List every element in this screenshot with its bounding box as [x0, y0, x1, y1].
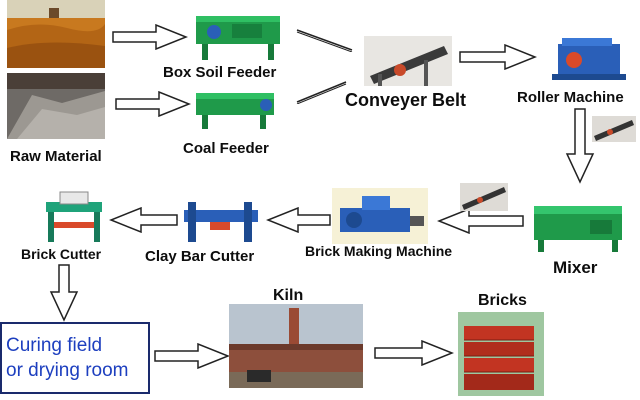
raw-material-label: Raw Material — [10, 148, 102, 165]
belt-snapshot-image — [460, 183, 508, 211]
coal-feeder-label: Coal Feeder — [183, 140, 269, 157]
bricks-image — [458, 312, 544, 396]
arrow-down-icon — [565, 108, 595, 184]
arrow-right-icon — [459, 44, 537, 70]
coal-feeder-image — [190, 83, 282, 135]
kiln-image — [229, 304, 363, 388]
arrow-left-icon — [266, 207, 332, 233]
curing-field-line2: or drying room — [6, 360, 129, 381]
connector-line — [296, 28, 354, 52]
arrow-left-icon — [109, 207, 179, 233]
raw-soil-photo — [7, 0, 105, 68]
brick-making-machine-image — [332, 188, 428, 244]
clay-bar-cutter-image — [180, 196, 262, 244]
roller-machine-image — [548, 34, 632, 84]
brick-cutter-label: Brick Cutter — [21, 246, 102, 262]
arrow-right-icon — [374, 340, 454, 366]
kiln-label: Kiln — [273, 287, 304, 304]
bricks-label: Bricks — [478, 292, 527, 309]
mixer-image — [530, 198, 626, 254]
raw-coal-photo — [7, 73, 105, 139]
brick-making-machine-label: Brick Making Machine — [305, 243, 453, 259]
arrow-down-icon — [49, 264, 79, 322]
curing-field-line1: Curing field — [6, 335, 103, 356]
roller-machine-label: Roller Machine — [517, 89, 624, 106]
mixer-label: Mixer — [553, 258, 598, 277]
box-soil-feeder-image — [192, 8, 288, 64]
conveyer-belt-label: Conveyer Belt — [345, 90, 467, 110]
box-soil-feeder-label: Box Soil Feeder — [163, 64, 277, 81]
brick-cutter-image — [40, 188, 108, 246]
arrow-left-icon — [437, 208, 525, 234]
arrow-right-icon — [154, 343, 230, 369]
arrow-right-icon — [112, 24, 188, 50]
belt-snapshot-image — [592, 116, 636, 142]
connector-line — [296, 80, 348, 104]
clay-bar-cutter-label: Clay Bar Cutter — [145, 248, 255, 265]
curing-field-box: Curing field or drying room — [0, 322, 150, 394]
arrow-right-icon — [115, 91, 191, 117]
conveyer-belt-image — [364, 36, 452, 86]
